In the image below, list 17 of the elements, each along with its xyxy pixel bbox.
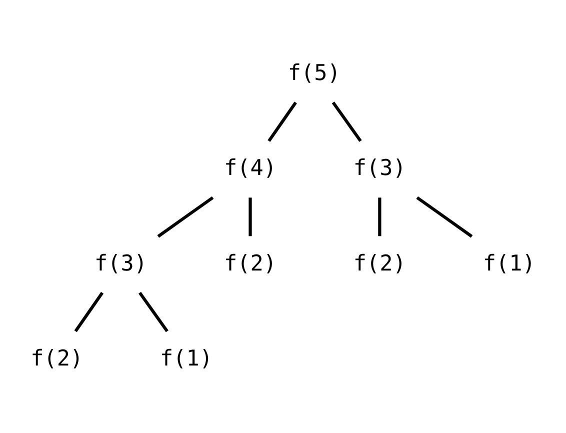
connector <box>138 291 168 332</box>
connector <box>416 196 473 238</box>
node-text: f(3) <box>94 250 148 276</box>
node-text: f(1) <box>482 250 536 276</box>
node-text: f(2) <box>353 250 406 276</box>
connector <box>268 101 297 142</box>
node-text: f(1) <box>160 346 213 371</box>
connector <box>157 196 214 238</box>
connector <box>248 197 252 236</box>
connector <box>74 291 104 332</box>
connector <box>378 197 382 236</box>
node-text: f(4) <box>224 156 277 181</box>
node-text: f(3) <box>353 156 406 181</box>
node-text: f(5) <box>288 60 340 86</box>
node-text: f(2) <box>30 346 84 371</box>
connector <box>332 101 362 142</box>
node-text: f(2) <box>224 250 277 276</box>
